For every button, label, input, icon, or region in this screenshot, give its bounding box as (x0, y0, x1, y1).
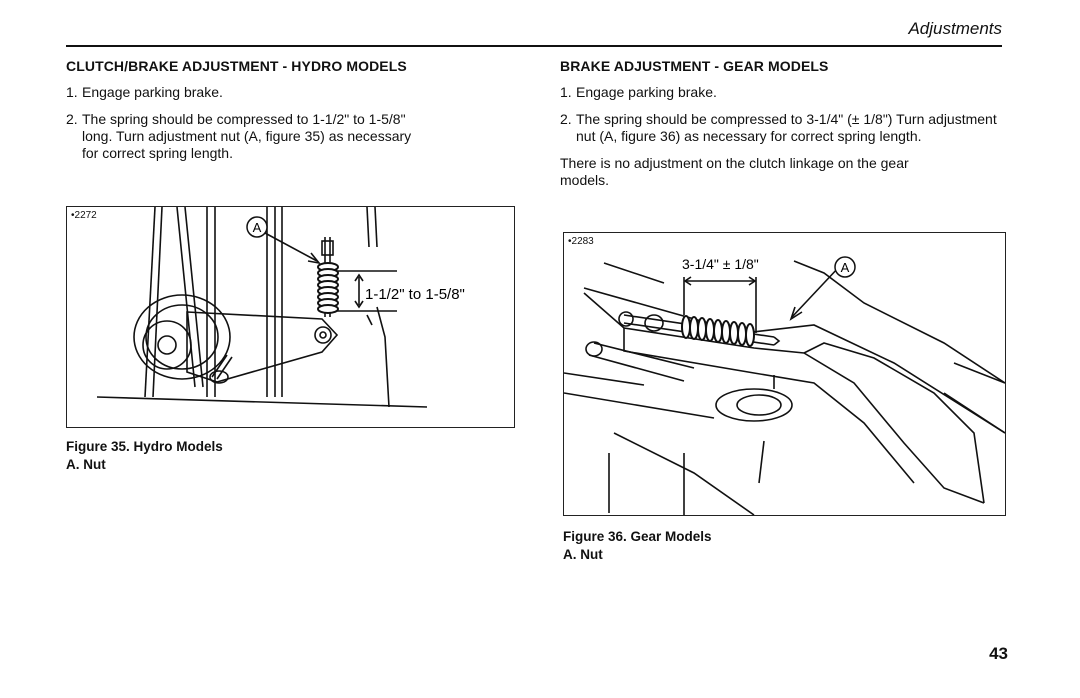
callout-label: A (841, 260, 850, 275)
step-text: The spring should be compressed to 3-1/4… (576, 111, 997, 144)
figure-number: •2283 (568, 236, 594, 247)
callout-label: A (253, 220, 262, 235)
caption-title: Figure 35. Hydro Models (66, 439, 223, 454)
step-number: 1. (560, 84, 572, 100)
step-item: 1. Engage parking brake. (560, 84, 1005, 101)
dimension-label: 1-1/2" to 1-5/8" (365, 286, 465, 303)
figure-number: •2272 (71, 210, 97, 221)
step-text: Engage parking brake. (576, 84, 717, 100)
step-item: 2. The spring should be compressed to 1-… (66, 111, 526, 162)
caption-item: A. Nut (66, 457, 106, 472)
gear-spring-drawing: A 3-1/4" ± 1/8" (564, 256, 1005, 515)
page-number: 43 (989, 644, 1008, 663)
step-text: The spring should be compressed to 1-1/2… (82, 111, 412, 161)
figure-36-caption: Figure 36. Gear Models A. Nut (563, 528, 712, 564)
left-column: CLUTCH/BRAKE ADJUSTMENT - HYDRO MODELS 1… (66, 58, 526, 172)
caption-title: Figure 36. Gear Models (563, 529, 712, 544)
step-number: 2. (560, 111, 572, 127)
section-heading-hydro: CLUTCH/BRAKE ADJUSTMENT - HYDRO MODELS (66, 58, 407, 74)
callout-circle (246, 216, 268, 238)
figure-35-caption: Figure 35. Hydro Models A. Nut (66, 438, 223, 474)
page-header-title: Adjustments (908, 19, 1002, 38)
step-item: 1. Engage parking brake. (66, 84, 526, 101)
hydro-spring-drawing: A 1-1/2" to 1-5/8" (96, 207, 465, 408)
step-number: 2. (66, 111, 78, 127)
step-text: Engage parking brake. (82, 84, 223, 100)
figure-35-illustration: •2272 (66, 206, 515, 428)
clutch-linkage-note: There is no adjustment on the clutch lin… (560, 155, 909, 188)
caption-item: A. Nut (563, 547, 603, 562)
figure-36-illustration: •2283 (563, 232, 1006, 516)
step-item: 2. The spring should be compressed to 3-… (560, 111, 1005, 145)
section-heading-gear: BRAKE ADJUSTMENT - GEAR MODELS (560, 58, 829, 74)
callout-circle (834, 256, 856, 278)
header-rule (66, 45, 1002, 47)
step-number: 1. (66, 84, 78, 100)
dimension-label: 3-1/4" ± 1/8" (682, 256, 759, 272)
right-column: BRAKE ADJUSTMENT - GEAR MODELS 1. Engage… (560, 58, 1005, 195)
